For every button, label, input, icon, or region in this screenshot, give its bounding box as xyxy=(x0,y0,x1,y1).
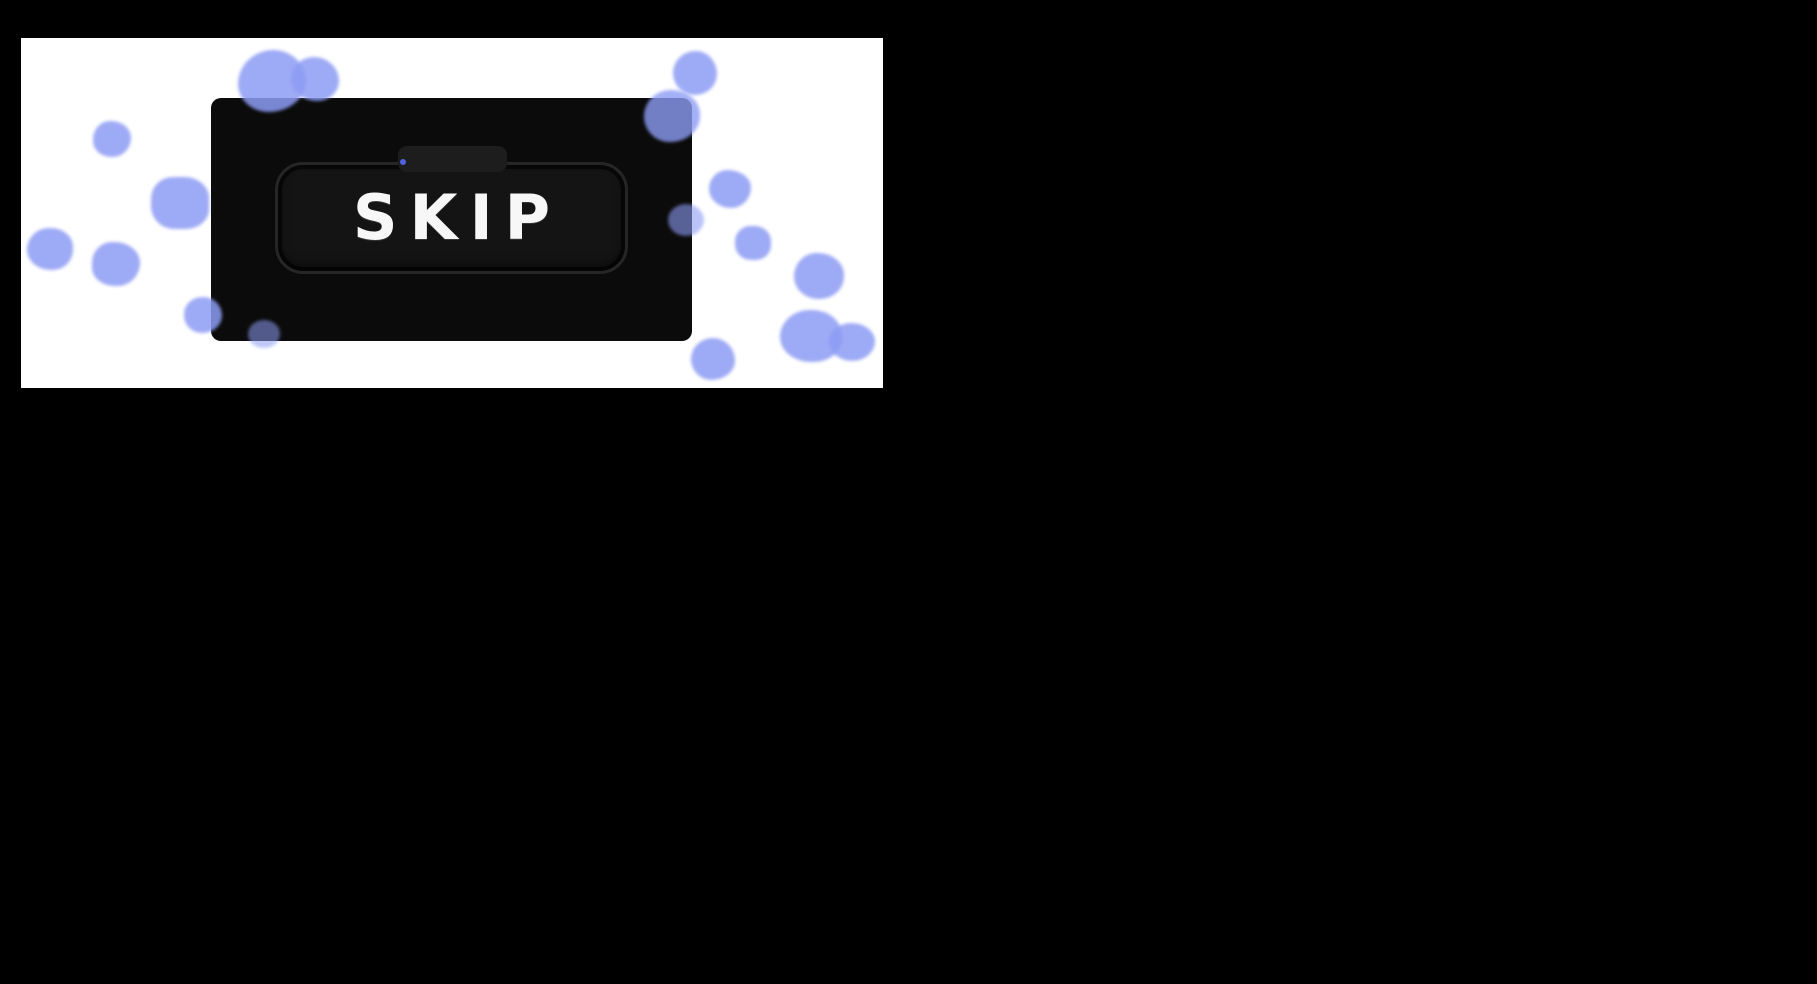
game-canvas[interactable]: SKIP xyxy=(21,38,883,388)
ink-blob[interactable] xyxy=(184,297,222,333)
game-board: SKIP xyxy=(211,98,692,341)
ink-blob[interactable] xyxy=(829,323,875,361)
ink-blob[interactable] xyxy=(644,90,700,142)
ink-blob[interactable] xyxy=(673,51,717,95)
ink-blob[interactable] xyxy=(93,121,131,157)
ink-blob[interactable] xyxy=(691,338,735,380)
ink-blob[interactable] xyxy=(794,253,844,299)
skip-button[interactable]: SKIP xyxy=(275,162,628,274)
ink-blob[interactable] xyxy=(151,177,209,229)
ink-blob[interactable] xyxy=(27,228,73,270)
tooltip-dot-icon xyxy=(400,159,406,165)
ink-blob[interactable] xyxy=(92,242,140,286)
ink-blob[interactable] xyxy=(668,204,704,236)
tooltip-bar xyxy=(398,146,507,172)
ink-blob[interactable] xyxy=(735,226,771,260)
ink-blob-layer xyxy=(21,38,883,388)
ink-blob[interactable] xyxy=(248,320,280,348)
ink-blob[interactable] xyxy=(291,57,339,101)
ink-blob[interactable] xyxy=(709,170,751,208)
